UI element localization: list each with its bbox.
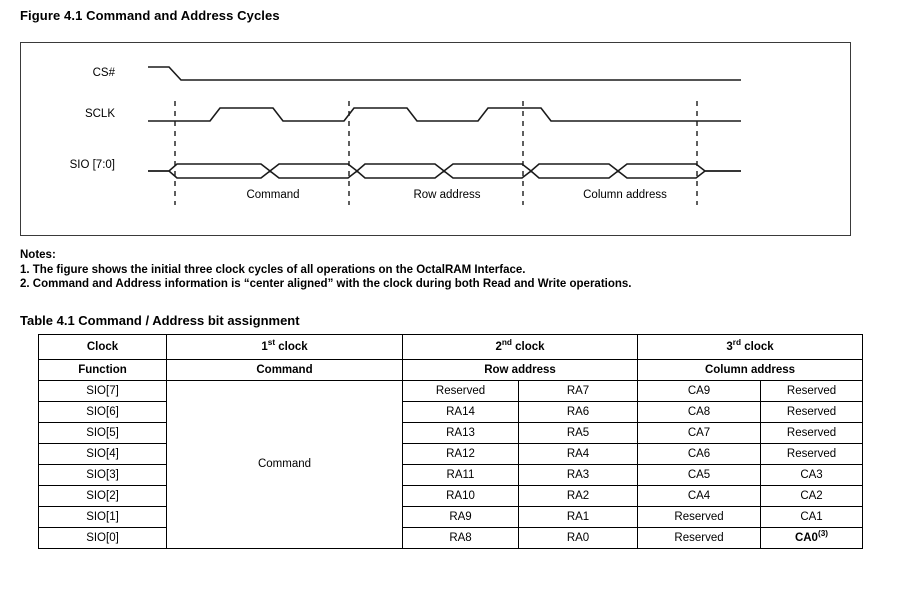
notes-heading: Notes: [20,249,56,261]
cell-sio: SIO[7] [38,380,167,402]
cell-row-lo: RA6 [518,401,638,423]
table-row: SIO[2] RA10 RA2 CA4 CA2 [38,485,864,507]
table-body: SIO[7] Command Reserved RA7 CA9 Reserved… [38,380,864,549]
timing-waveforms [148,66,741,205]
cycle-label-command: Command [246,189,300,201]
cell-row-hi: RA9 [402,506,519,528]
cell-row-hi: RA14 [402,401,519,423]
timing-diagram [20,42,851,236]
header-clock-3: 3rd clock [636,334,864,360]
header-clock-label: Clock [38,334,167,360]
cell-sio: SIO[3] [38,464,167,486]
cell-col-lo: Reserved [759,422,864,444]
header-function-command: Command [166,359,403,381]
cell-col-hi: CA6 [637,443,761,465]
table-row: SIO[0] RA8 RA0 Reserved CA0(3) [38,527,864,549]
cell-col-lo: CA2 [759,485,864,507]
cell-row-lo: RA1 [518,506,638,528]
cell-row-lo: RA7 [518,380,638,402]
notes-block: Notes: 1. The figure shows the initial t… [20,248,632,292]
cell-command-span: Command [166,380,403,549]
cycle-label-row-address: Row address [413,189,481,201]
note-item-2: 2. Command and Address information is “c… [20,278,632,290]
cell-sio: SIO[1] [38,506,167,528]
cell-row-hi: RA12 [402,443,519,465]
cell-sio: SIO[4] [38,443,167,465]
cell-col-lo: Reserved [759,380,864,402]
cell-row-hi: RA10 [402,485,519,507]
cell-col-hi: CA7 [637,422,761,444]
header-function-label: Function [38,359,167,381]
cell-row-hi: RA13 [402,422,519,444]
header-clock-1: 1st clock [166,334,403,360]
sio-bus-waveform-lower [148,169,741,179]
cell-col-hi: CA9 [637,380,761,402]
bit-assignment-table: Clock 1st clock 2nd clock 3rd clock Func… [38,334,864,549]
cell-row-hi: RA11 [402,464,519,486]
cell-sio: SIO[2] [38,485,167,507]
sio-bus-waveform [148,163,741,173]
cell-sio: SIO[6] [38,401,167,423]
cell-col-lo-note: CA0(3) [759,527,864,549]
cell-row-lo: RA3 [518,464,638,486]
figure-title: Figure 4.1 Command and Address Cycles [20,8,280,23]
table-header-function-row: Function Command Row address Column addr… [38,359,864,381]
cell-col-lo: CA1 [759,506,864,528]
signal-label-cs: CS# [92,67,115,79]
cell-col-hi: CA5 [637,464,761,486]
table-row: SIO[3] RA11 RA3 CA5 CA3 [38,464,864,486]
cycle-label-column-address: Column address [583,189,667,201]
cell-row-lo: RA4 [518,443,638,465]
cell-row-lo: RA5 [518,422,638,444]
table-row: SIO[7] Command Reserved RA7 CA9 Reserved [38,380,864,549]
cell-sio: SIO[0] [38,527,167,549]
cell-row-hi: Reserved [402,380,519,402]
cell-row-hi: RA8 [402,527,519,549]
table-row: SIO[4] RA12 RA4 CA6 Reserved [38,443,864,465]
header-function-column-address: Column address [636,359,864,381]
header-function-row-address: Row address [402,359,638,381]
table-header-clock-row: Clock 1st clock 2nd clock 3rd clock [38,334,864,360]
signal-label-sio: SIO [7:0] [69,159,115,171]
cell-col-lo: Reserved [759,443,864,465]
cell-col-lo: CA3 [759,464,864,486]
cell-col-hi: CA4 [637,485,761,507]
header-clock-2: 2nd clock [402,334,638,360]
note-item-1: 1. The figure shows the initial three cl… [20,263,526,276]
cell-row-lo: RA2 [518,485,638,507]
cell-sio: SIO[5] [38,422,167,444]
table-row: SIO[5] RA13 RA5 CA7 Reserved [38,422,864,444]
cell-row-lo: RA0 [518,527,638,549]
sclk-waveform [148,107,741,122]
cell-col-hi: Reserved [637,506,761,528]
signal-label-sclk: SCLK [84,108,115,120]
cell-col-lo: Reserved [759,401,864,423]
table-row: SIO[1] RA9 RA1 Reserved CA1 [38,506,864,528]
table-row: SIO[6] RA14 RA6 CA8 Reserved [38,401,864,423]
table-title: Table 4.1 Command / Address bit assignme… [20,313,300,328]
cell-col-hi: CA8 [637,401,761,423]
cs-waveform [148,66,741,81]
cell-col-hi: Reserved [637,527,761,549]
